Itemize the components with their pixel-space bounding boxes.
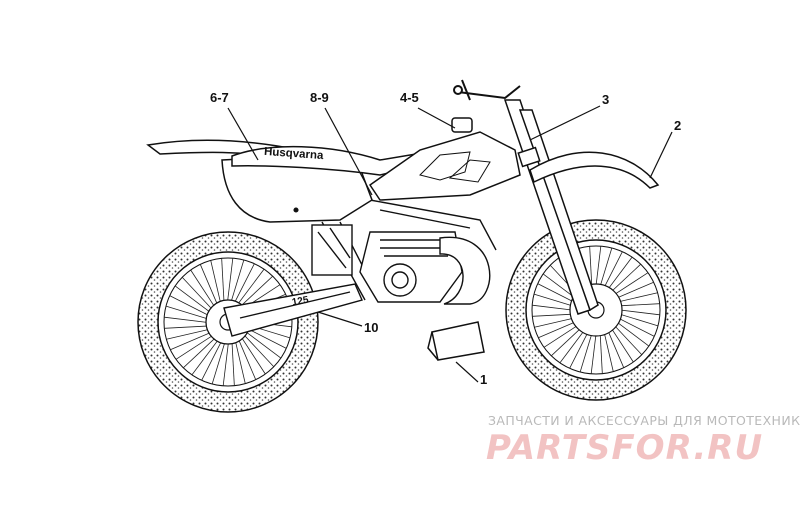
callout-10: 10 xyxy=(364,320,379,335)
watermark-subtitle: ЗАПЧАСТИ И АКСЕССУАРЫ ДЛЯ МОТОТЕХНИКИ xyxy=(488,413,800,428)
watermark-logo: PARTSFOR.RU xyxy=(486,428,764,468)
swingarm xyxy=(223,283,363,337)
callout-1: 1 xyxy=(480,372,488,387)
exhaust-pipe xyxy=(439,236,491,305)
front-fork xyxy=(503,99,599,315)
engine xyxy=(359,231,463,303)
handlebar xyxy=(453,79,521,101)
frame xyxy=(311,199,497,301)
callout-6-7: 6-7 xyxy=(210,90,229,105)
fuel-tank xyxy=(368,117,521,201)
leader-lines xyxy=(227,105,673,383)
front-fender xyxy=(529,151,660,189)
loose-decal-part xyxy=(427,321,485,361)
callout-3: 3 xyxy=(602,92,610,107)
callout-2: 2 xyxy=(674,118,682,133)
callout-8-9: 8-9 xyxy=(310,90,329,105)
callout-4-5: 4-5 xyxy=(400,90,419,105)
front-wheel xyxy=(505,219,687,401)
